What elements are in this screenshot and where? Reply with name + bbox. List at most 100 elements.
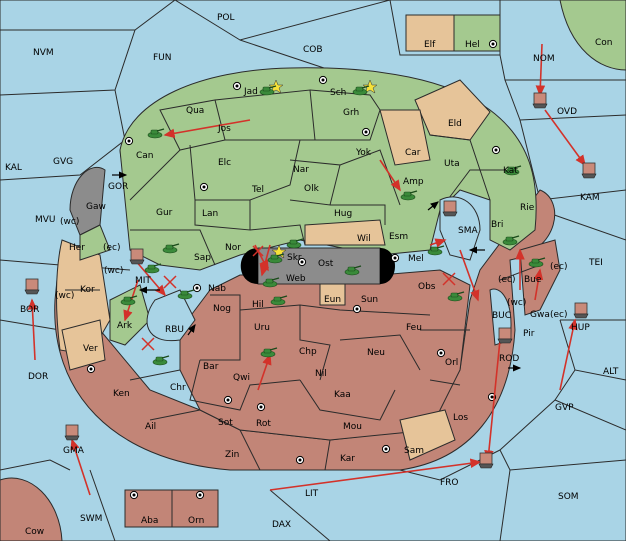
- region-south-ring[interactable]: [54, 189, 556, 471]
- label-mit: MIT: [135, 276, 151, 286]
- label-con: Con: [595, 38, 613, 48]
- region-sam[interactable]: [399, 409, 456, 461]
- dislodged-star-icon: [362, 79, 378, 94]
- supply-center-icon: [124, 136, 134, 146]
- region-gaw[interactable]: [69, 167, 106, 236]
- label-jos: Jos: [217, 124, 231, 134]
- supply-center-icon: [199, 182, 209, 192]
- label-rod: ROD: [499, 354, 519, 364]
- label-kat: Kat: [503, 166, 518, 176]
- region-gaw-coast[interactable]: [79, 224, 111, 261]
- label-sot: Sot: [218, 418, 233, 428]
- supply-center-icon: [318, 75, 328, 85]
- label-nil: Nil: [315, 369, 327, 379]
- label-ken: Ken: [113, 389, 130, 399]
- region-eld[interactable]: [414, 79, 491, 141]
- supply-center-icon: [488, 39, 498, 49]
- label-ec3: (ec): [550, 262, 568, 272]
- supply-center-icon: [223, 395, 233, 405]
- label-sap: Sap: [194, 253, 211, 263]
- label-gur: Gur: [156, 208, 173, 218]
- supply-center-icon: [390, 253, 400, 263]
- fleet-icon: [442, 200, 458, 217]
- label-web: Web: [286, 274, 306, 284]
- label-ec2: (ec): [498, 275, 516, 285]
- label-rot: Rot: [256, 419, 271, 429]
- label-obs: Obs: [418, 282, 436, 292]
- label-qua: Qua: [186, 106, 204, 116]
- label-wc3: (wc): [104, 266, 123, 276]
- label-chr: Chr: [170, 383, 186, 393]
- label-hil: Hil: [252, 300, 264, 310]
- region-rbu-sea[interactable]: [146, 289, 196, 342]
- label-som: SOM: [558, 492, 579, 502]
- label-esm: Esm: [389, 232, 408, 242]
- label-sch: Sch: [330, 88, 346, 98]
- label-gaw: Gaw: [86, 202, 106, 212]
- label-hug: Hug: [334, 209, 352, 219]
- label-tei: TEI: [588, 258, 603, 268]
- label-aba: Aba: [141, 516, 158, 526]
- label-skr: Skr: [287, 253, 302, 263]
- label-dax: DAX: [272, 520, 291, 530]
- failed-order-cross-icon: [442, 272, 456, 286]
- label-feu: Feu: [406, 323, 422, 333]
- label-mvu: MVU: [35, 215, 56, 225]
- region-car[interactable]: [379, 109, 431, 166]
- fleet-icon: [532, 92, 548, 109]
- label-nar: Nar: [293, 165, 309, 175]
- supply-center-icon: [129, 490, 139, 500]
- label-chp: Chp: [299, 347, 317, 357]
- label-alt: ALT: [603, 367, 619, 377]
- label-neu: Neu: [367, 348, 385, 358]
- label-gor: GOR: [108, 182, 128, 192]
- label-wc1: (wc): [60, 217, 79, 227]
- label-bri: Bri: [491, 220, 503, 230]
- label-car: Car: [405, 148, 421, 158]
- region-elf[interactable]: [405, 14, 455, 52]
- order-arrows: [27, 43, 586, 496]
- label-jad: Jad: [243, 87, 258, 97]
- label-ail: Ail: [145, 422, 156, 432]
- label-orn: Orn: [188, 516, 204, 526]
- label-buc: BUC: [492, 311, 511, 321]
- label-pol: POL: [217, 13, 235, 23]
- label-qwi: Qwi: [233, 373, 250, 383]
- label-ec4: (ec): [550, 310, 568, 320]
- label-eun: Eun: [324, 295, 341, 305]
- label-kal: KAL: [5, 163, 22, 173]
- supply-center-icon: [381, 444, 391, 454]
- label-hel: Hel: [465, 40, 480, 50]
- region-orn[interactable]: [171, 489, 219, 528]
- label-rie: Rie: [520, 203, 535, 213]
- label-can: Can: [136, 151, 154, 161]
- supply-center-icon: [361, 127, 371, 137]
- fleet-icon: [573, 302, 589, 319]
- label-olk: Olk: [304, 184, 320, 194]
- label-tel: Tel: [251, 185, 264, 195]
- label-uta: Uta: [444, 159, 460, 169]
- label-gma: GMA: [63, 446, 85, 456]
- supply-center-icon: [195, 490, 205, 500]
- fleet-icon: [64, 424, 80, 441]
- region-wil[interactable]: [304, 219, 386, 246]
- label-wil: Wil: [357, 234, 371, 244]
- supply-center-icon: [352, 304, 362, 314]
- label-elf: Elf: [424, 40, 436, 50]
- label-gvg: GVG: [53, 157, 73, 167]
- supply-center-icon: [436, 348, 446, 358]
- label-cob: COB: [303, 45, 323, 55]
- label-nor: Nor: [225, 243, 241, 253]
- label-fun: FUN: [153, 53, 172, 63]
- label-amp: Amp: [403, 177, 424, 187]
- fleet-icon: [497, 327, 513, 344]
- label-swm: SWM: [80, 514, 102, 524]
- label-ark: Ark: [117, 321, 133, 331]
- label-sma: SMA: [458, 226, 478, 236]
- label-sam: Sam: [404, 446, 424, 456]
- region-ver[interactable]: [61, 319, 106, 371]
- label-cow: Cow: [25, 527, 44, 537]
- label-ec1: (ec): [103, 243, 121, 253]
- failed-order-cross-icon: [141, 337, 155, 351]
- label-lan: Lan: [202, 209, 218, 219]
